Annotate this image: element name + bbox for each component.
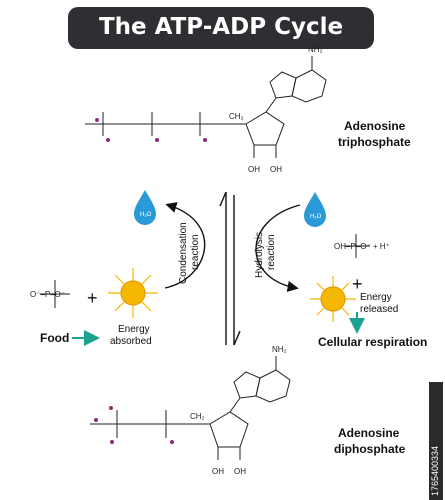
stock-id-strip xyxy=(429,382,443,500)
adp-label-line1: Adenosine xyxy=(338,426,400,440)
atp-label-line2: triphosphate xyxy=(338,135,411,149)
energy-absorbed-line2: absorbed xyxy=(110,336,152,347)
atp-oh1: OH xyxy=(248,165,260,174)
inorganic-phosphate-right xyxy=(344,234,370,258)
atp-molecule xyxy=(85,56,327,158)
energy-absorbed-line1: Energy xyxy=(118,324,150,335)
inorganic-phosphate-left xyxy=(40,280,70,308)
adp-amine: NH₂ xyxy=(272,345,287,354)
condensation-label-line2: reaction xyxy=(190,234,201,270)
energy-released-line1: Energy xyxy=(360,292,392,303)
hydrolysis-label-line1: Hydrolysis xyxy=(254,232,265,278)
atp-amine: NH₂ xyxy=(308,45,323,54)
energy-released-line2: released xyxy=(360,304,398,315)
water-label-right: H₂O xyxy=(310,214,322,220)
atp-ch2: CH₂ xyxy=(229,112,244,121)
stock-id: 1765400334 xyxy=(430,445,440,496)
adp-oh1: OH xyxy=(212,467,224,476)
phosphate-right-label: OH–P–O⁻ + H⁺ xyxy=(334,242,390,251)
water-drop-icon xyxy=(134,190,156,225)
adp-molecule xyxy=(90,356,291,460)
plus-sign-right: + xyxy=(352,274,363,294)
water-label-left: H₂O xyxy=(140,212,152,218)
title-bar: The ATP-ADP Cycle xyxy=(68,7,374,49)
sun-icon xyxy=(108,268,158,318)
sun-icon xyxy=(310,276,356,322)
atp-label-line1: Adenosine xyxy=(344,119,406,133)
food-label: Food xyxy=(40,331,69,345)
hydrolysis-label-line2: reaction xyxy=(266,234,277,270)
water-drop-icon xyxy=(304,192,326,227)
adp-oh2: OH xyxy=(234,467,246,476)
cellular-respiration-label: Cellular respiration xyxy=(318,335,427,349)
phosphate-left-label: O⁻–P–O⁻ xyxy=(30,290,65,299)
adp-charges xyxy=(94,406,174,444)
plus-sign-left: + xyxy=(87,288,98,308)
adp-label-line2: diphosphate xyxy=(334,442,406,456)
page-title: The ATP-ADP Cycle xyxy=(98,14,344,40)
condensation-label-line1: Condensation xyxy=(178,222,189,284)
adp-ch2: CH₂ xyxy=(190,412,205,421)
atp-charges xyxy=(95,118,207,142)
equilibrium-arrows xyxy=(164,191,301,346)
atp-oh2: OH xyxy=(270,165,282,174)
